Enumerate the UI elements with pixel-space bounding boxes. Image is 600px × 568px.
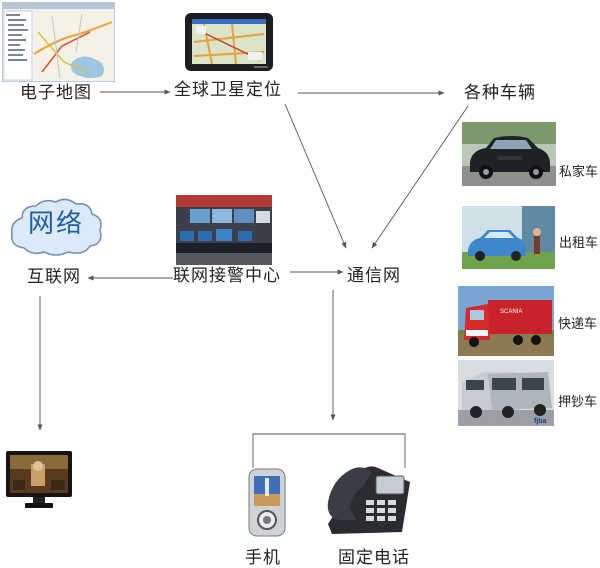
label-express-truck: 快递车 xyxy=(558,317,598,332)
label-private-car: 私家车 xyxy=(559,165,599,180)
private-car-image xyxy=(462,122,556,186)
mobile-phone-image xyxy=(247,468,289,538)
electronic-map-image xyxy=(2,2,115,82)
label-internet: 互联网 xyxy=(27,267,81,287)
phones-bracket xyxy=(252,433,406,468)
arrow-vehicles-to-network xyxy=(371,105,469,249)
cloud-shape xyxy=(10,198,102,256)
express-truck-image: SCANIA xyxy=(458,286,554,356)
cash-van-image: fjba xyxy=(458,360,554,426)
network-cloud: 网络 xyxy=(6,196,106,258)
gps-device-image xyxy=(184,12,274,72)
monitor-image xyxy=(5,450,73,510)
label-vehicles: 各种车辆 xyxy=(464,83,536,103)
taxi-image xyxy=(462,206,555,269)
desk-phone-image xyxy=(322,462,414,536)
label-taxi: 出租车 xyxy=(559,236,599,251)
truck-text: SCANIA xyxy=(500,309,522,315)
label-comm-network: 通信网 xyxy=(347,266,401,286)
label-gps: 全球卫星定位 xyxy=(174,80,282,100)
arrow-gps-to-network xyxy=(284,103,347,249)
label-mobile-phone: 手机 xyxy=(245,548,281,568)
label-cash-van: 押钞车 xyxy=(558,395,598,410)
label-alarm-center: 联网接警中心 xyxy=(173,266,281,286)
van-badge: fjba xyxy=(534,418,547,425)
cloud-label: 网络 xyxy=(27,209,84,239)
label-electronic-map: 电子地图 xyxy=(20,83,92,103)
alarm-center-image xyxy=(176,195,272,265)
label-fixed-phone: 固定电话 xyxy=(338,548,410,568)
